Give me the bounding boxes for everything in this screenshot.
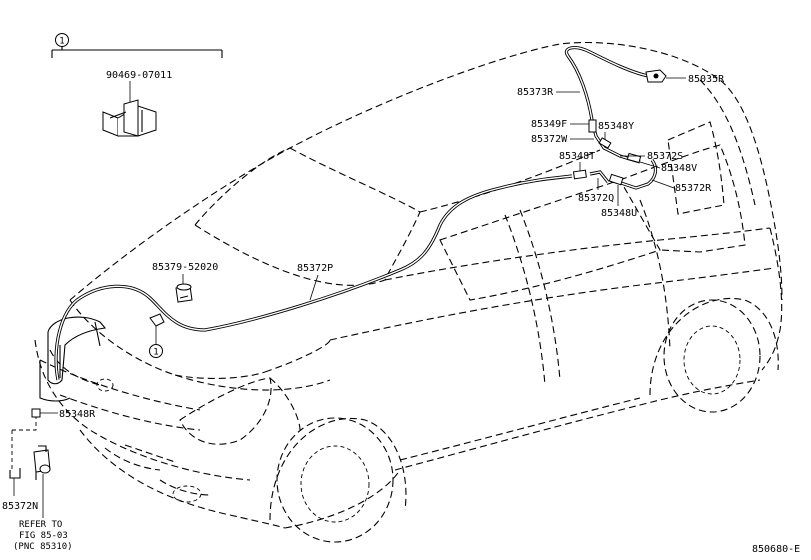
part-label-85348v: 85348V: [661, 163, 697, 174]
part-label-85372w: 85372W: [531, 134, 568, 145]
part-label-85372n: 85372N: [2, 501, 38, 512]
part-label-85349f: 85349F: [531, 119, 567, 130]
front-pump-assembly: [9, 408, 51, 518]
joint-85348v: [626, 152, 642, 164]
part-label-85372s: 85372S: [647, 151, 683, 162]
refer-to-note: REFER TO FIG 85-03 (PNC 85310): [13, 520, 73, 552]
hose-clip-icon: [102, 99, 157, 137]
part-label-85348t: 85348T: [559, 151, 595, 162]
refer-line-1: REFER TO: [19, 520, 62, 530]
refer-line-2: FIG 85-03: [19, 531, 68, 541]
part-labels: 85035R 85373R 85349F 85348Y 85372W 85372…: [2, 74, 725, 512]
rear-washer-hose: [54, 46, 658, 381]
callout-circle-top: [55, 33, 69, 47]
grommet-part: 85379-52020: [152, 262, 218, 303]
part-label-85372p: 85372P: [297, 263, 333, 274]
washer-tank: [39, 316, 107, 402]
joint-85348y: [598, 137, 612, 149]
joint-85348r: [31, 408, 41, 418]
joint-85348t: [572, 169, 587, 180]
callout-circle-lower: [149, 344, 163, 358]
part-label-90469-07011: 90469-07011: [106, 70, 172, 81]
hose-joints: [572, 69, 667, 186]
refer-line-3: (PNC 85310): [13, 542, 73, 552]
part-label-85372r: 85372R: [675, 183, 712, 194]
joint-85349f: [588, 119, 597, 133]
callout-bracket-group: 1 90469-07011: [51, 33, 223, 137]
callout-number-lower: 1: [153, 348, 158, 358]
part-label-85348r: 85348R: [59, 409, 96, 420]
callout-number-top: 1: [59, 37, 64, 47]
joint-85348u: [608, 173, 624, 186]
diagram-code: 850680-E: [752, 544, 800, 555]
part-label-85379-52020: 85379-52020: [152, 262, 218, 273]
part-label-85035r: 85035R: [688, 74, 725, 85]
part-label-85372q: 85372Q: [578, 193, 614, 204]
clip-callout-lower: 1: [149, 313, 165, 358]
nozzle-tip: [653, 73, 659, 79]
part-label-85348y: 85348Y: [598, 121, 634, 132]
part-label-85348u: 85348U: [601, 208, 637, 219]
part-label-85373r: 85373R: [517, 87, 554, 98]
